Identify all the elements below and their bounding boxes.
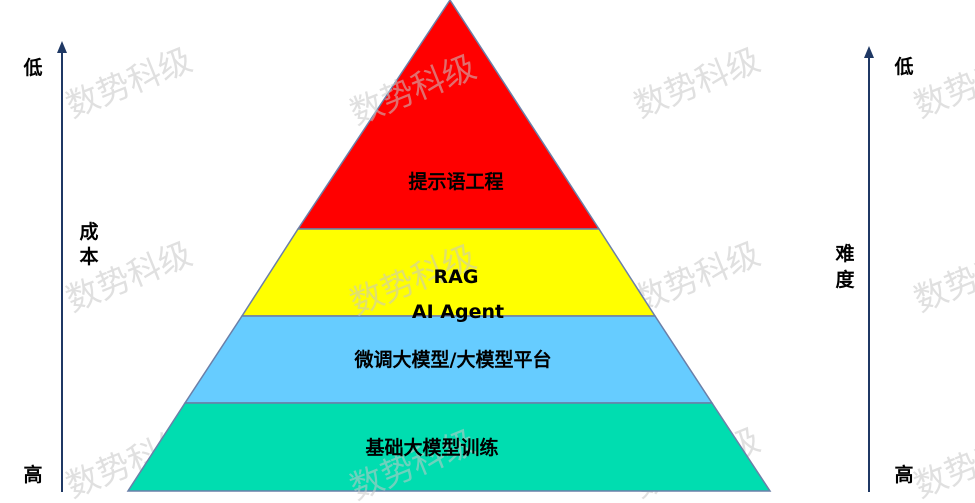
pyramid-layer-top <box>296 0 601 230</box>
arrow-up-icon <box>57 41 67 53</box>
layer-label-rag: RAG <box>434 266 479 288</box>
watermark-text: 数势科级 <box>60 40 197 126</box>
cost-axis-title-char: 本 <box>79 245 98 268</box>
layer-label-prompt-engineering: 提示语工程 <box>408 170 503 193</box>
layer-label-foundation-training: 基础大模型训练 <box>364 436 498 459</box>
pyramid-labels: 提示语工程 RAG AI Agent 微调大模型/大模型平台 基础大模型训练 <box>354 170 552 459</box>
watermark-text: 数势科级 <box>908 420 975 503</box>
pyramid-layer-base <box>126 402 772 492</box>
watermark-text: 数势科级 <box>628 40 765 126</box>
watermark-text: 数势科级 <box>908 40 975 126</box>
difficulty-axis: 低 难 度 高 <box>834 46 914 492</box>
cost-axis: 低 成 本 高 <box>22 41 99 492</box>
watermark-text: 数势科级 <box>908 234 975 320</box>
pyramid <box>126 0 772 492</box>
layer-label-fine-tuning: 微调大模型/大模型平台 <box>354 348 552 371</box>
layer-label-ai-agent: AI Agent <box>412 301 504 323</box>
arrow-up-icon <box>864 46 874 58</box>
cost-axis-top-label: 低 <box>22 56 42 79</box>
cost-axis-bottom-label: 高 <box>23 463 42 486</box>
difficulty-axis-bottom-label: 高 <box>894 463 913 486</box>
difficulty-axis-title-char: 难 <box>834 242 854 265</box>
difficulty-axis-top-label: 低 <box>893 55 913 78</box>
difficulty-axis-title-char: 度 <box>835 268 855 291</box>
cost-axis-title-char: 成 <box>79 220 98 243</box>
